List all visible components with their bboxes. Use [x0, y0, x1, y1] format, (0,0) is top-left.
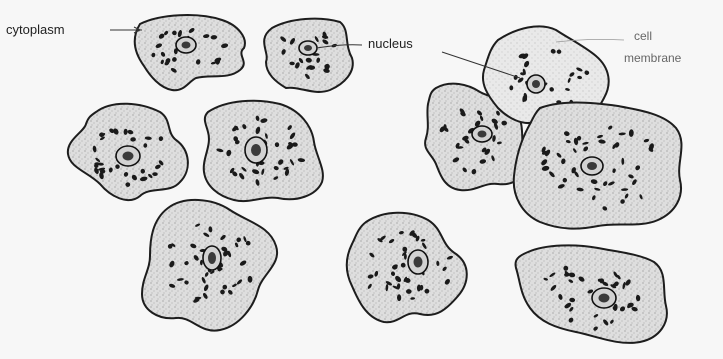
nucleus-7 [592, 288, 616, 308]
nucleus-8 [472, 126, 492, 142]
label-cytoplasm: cytoplasm [6, 22, 65, 37]
cell-3 [68, 104, 188, 200]
nucleus-10 [581, 157, 603, 175]
cells-group [68, 15, 682, 343]
cell-7 [516, 245, 667, 343]
granule [509, 85, 513, 90]
nucleus-6 [408, 250, 428, 274]
nucleus-3 [116, 146, 140, 166]
nucleus-4 [245, 137, 267, 163]
granule [152, 172, 157, 176]
cell-5 [142, 200, 277, 331]
nucleus-5 [203, 246, 221, 270]
cell-6 [347, 213, 467, 322]
nucleus-1 [176, 37, 196, 53]
cell-1 [135, 15, 245, 90]
cell-10 [514, 103, 682, 229]
label-cell-membrane-line1: cell [634, 29, 652, 43]
cell-2 [264, 19, 353, 92]
label-cell-membrane-line2: membrane [624, 51, 682, 65]
label-nucleus: nucleus [368, 36, 413, 51]
nucleus-2 [299, 41, 317, 55]
nucleus-9 [527, 75, 545, 93]
cell-4 [204, 101, 323, 201]
